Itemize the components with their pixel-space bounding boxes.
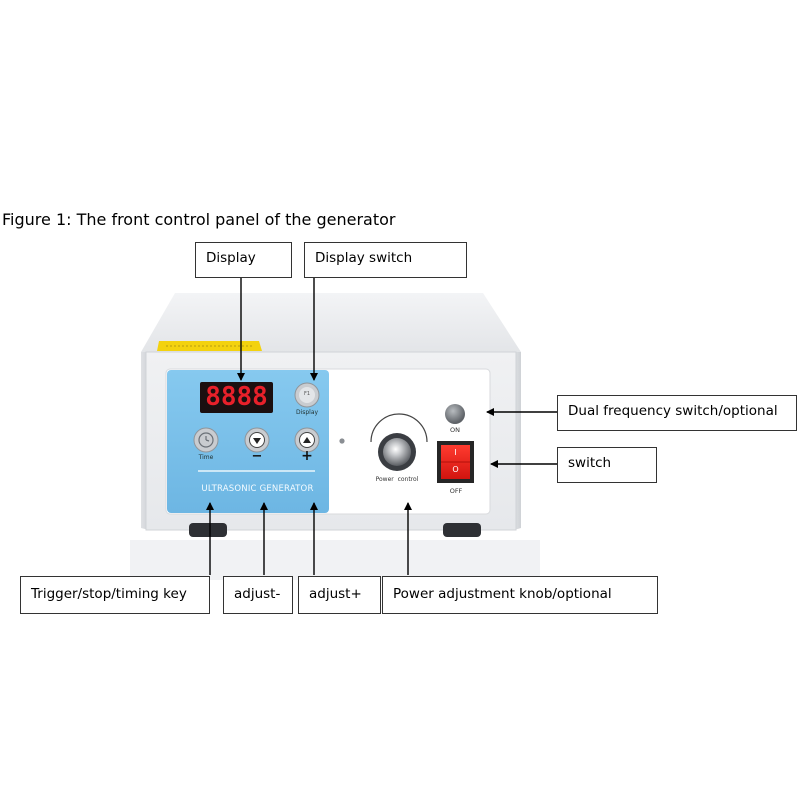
dual-frequency-indicator — [445, 404, 465, 424]
case-top — [141, 293, 521, 352]
knob-scale-arc — [370, 413, 428, 443]
rocker-off-mark: O — [452, 465, 459, 474]
minus-label: − — [251, 449, 263, 464]
foot-right — [443, 523, 481, 537]
on-label: ON — [450, 426, 460, 434]
foot-left — [189, 523, 227, 537]
callout-adjust-minus: adjust- — [223, 576, 293, 614]
time-key-label: Time — [198, 454, 214, 461]
callout-trigger: Trigger/stop/timing key — [20, 576, 210, 614]
callout-dual-frequency: Dual frequency switch/optional — [557, 395, 797, 431]
callout-power-knob: Power adjustment knob/optional — [382, 576, 658, 614]
callout-display-switch: Display switch — [304, 242, 467, 278]
display-key-label: Display — [295, 409, 319, 416]
led-digits: 8888 — [205, 382, 268, 412]
callout-switch: switch — [557, 447, 657, 483]
knob-label: Power control — [375, 476, 419, 483]
figure-caption: Figure 1: The front control panel of the… — [2, 210, 396, 229]
brand-text: ULTRASONIC GENERATOR — [201, 484, 314, 494]
led-display — [200, 382, 273, 413]
callout-adjust-plus: adjust+ — [298, 576, 381, 614]
warning-label — [157, 341, 262, 351]
callout-display: Display — [195, 242, 292, 278]
plus-label: + — [301, 448, 313, 464]
rocker-on-mark: I — [454, 448, 457, 457]
off-label: OFF — [449, 487, 463, 495]
f1-key-label: F1 — [303, 391, 311, 397]
